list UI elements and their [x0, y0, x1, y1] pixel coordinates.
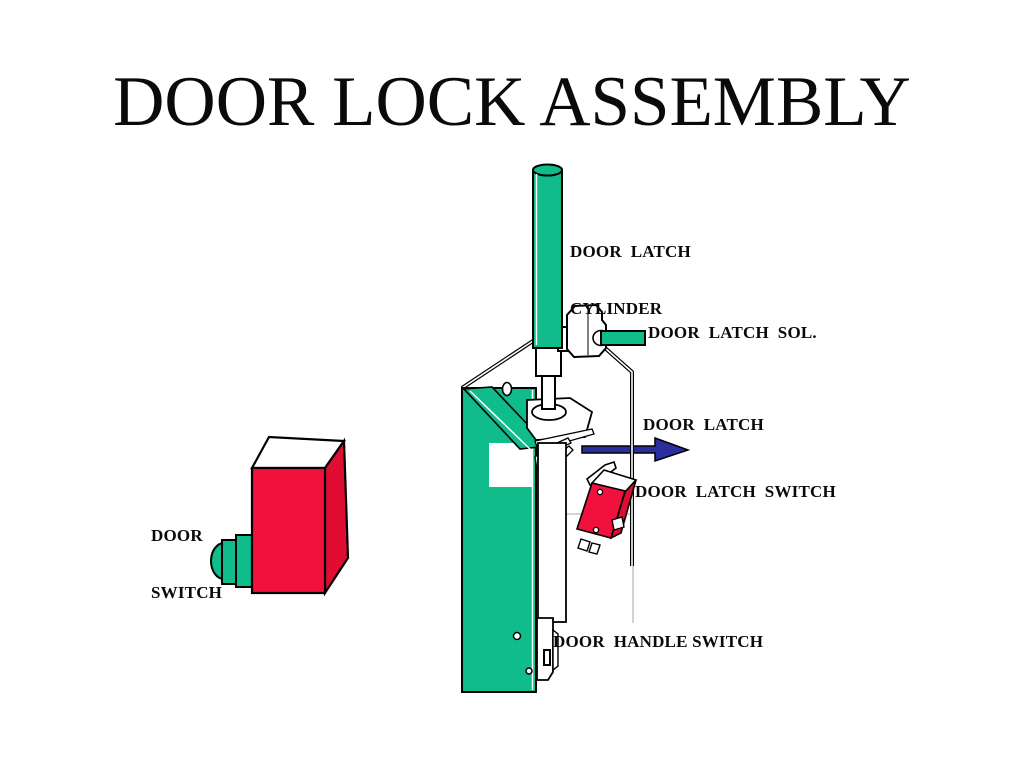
label-door-switch: DOOR SWITCH	[151, 488, 222, 640]
cover-plate-hole	[501, 381, 513, 397]
latch-switch-screw-top	[596, 488, 604, 496]
door-switch-side	[323, 437, 350, 597]
solenoid-plunger-rod	[600, 330, 646, 346]
latch-switch-screw-bottom	[592, 526, 600, 534]
panel-screw-hole-lower	[525, 667, 533, 675]
panel-screw-hole-upper	[512, 631, 522, 641]
latch-switch-terminal-2	[588, 542, 601, 555]
label-door-switch-line1: DOOR	[151, 526, 203, 545]
latch-cover-plate-highlight	[469, 390, 532, 451]
label-door-latch-cylinder-line2: CYLINDER	[570, 299, 663, 318]
door-switch-plunger-ring2	[235, 534, 254, 588]
label-door-handle-switch: DOOR HANDLE SWITCH	[553, 632, 764, 651]
door-handle-switch-slot	[543, 649, 551, 666]
door-latch-cylinder-top	[532, 163, 563, 177]
door-switch-body	[250, 466, 327, 595]
slide-title: DOOR LOCK ASSEMBLY	[113, 63, 911, 141]
latch-direction-arrow	[581, 436, 691, 463]
label-door-switch-line2: SWITCH	[151, 583, 223, 602]
label-door-latch: DOOR LATCH	[643, 415, 764, 434]
door-latch-cylinder-body	[532, 169, 563, 349]
label-door-latch-cylinder-line1: DOOR LATCH	[570, 242, 691, 261]
door-switch-plunger-ring1	[221, 539, 238, 585]
door-panel-notch	[489, 443, 533, 487]
label-door-latch-cylinder: DOOR LATCH CYLINDER	[570, 204, 691, 356]
latch-switch-terminal-1	[577, 538, 591, 552]
bracket-left-edge-core	[461, 340, 534, 389]
cylinder-shaft	[541, 375, 556, 410]
label-door-latch-switch: DOOR LATCH SWITCH	[635, 482, 836, 501]
lock-channel-column	[537, 442, 567, 623]
latch-switch-clip	[611, 516, 625, 531]
label-door-latch-sol: DOOR LATCH SOL.	[648, 323, 817, 342]
cylinder-collar	[535, 347, 562, 377]
door-handle-switch-step	[552, 628, 559, 672]
